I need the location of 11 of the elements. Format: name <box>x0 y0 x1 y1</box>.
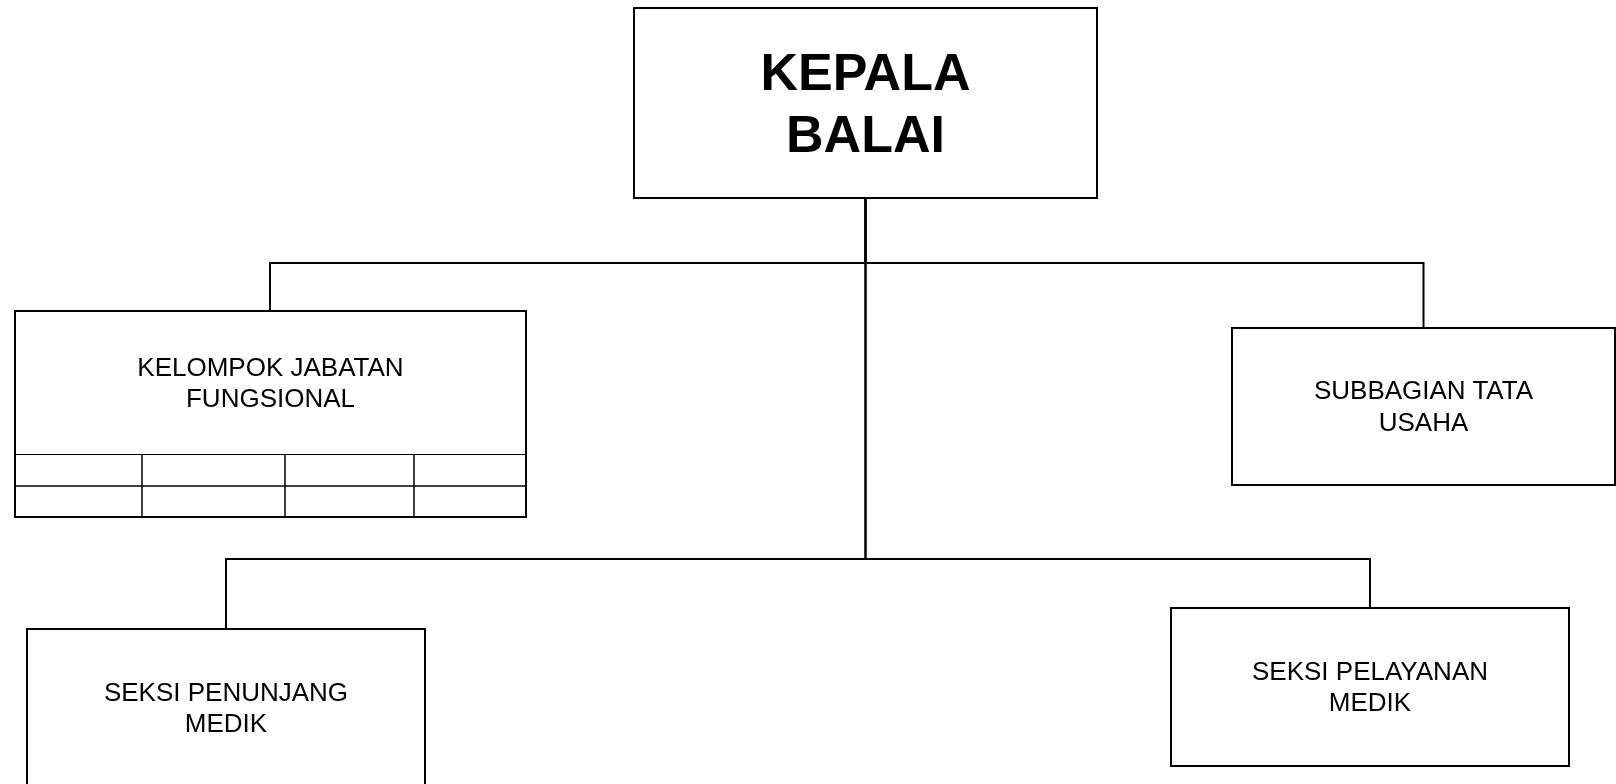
org-box <box>1231 327 1616 486</box>
node-title: KEPALA BALAI <box>759 41 972 165</box>
node-title: SEKSI PENUNJANG MEDIK <box>102 676 350 740</box>
org-box <box>1170 607 1570 767</box>
node-title: SEKSI PELAYANAN MEDIK <box>1251 655 1489 719</box>
connector-line <box>864 198 1371 608</box>
node-title: KELOMPOK JABATAN FUNGSIONAL <box>136 351 405 415</box>
org-box <box>26 628 426 784</box>
node-title: SUBBAGIAN TATA USAHA <box>1313 375 1534 438</box>
org-box <box>14 310 527 518</box>
org-box <box>633 7 1098 199</box>
